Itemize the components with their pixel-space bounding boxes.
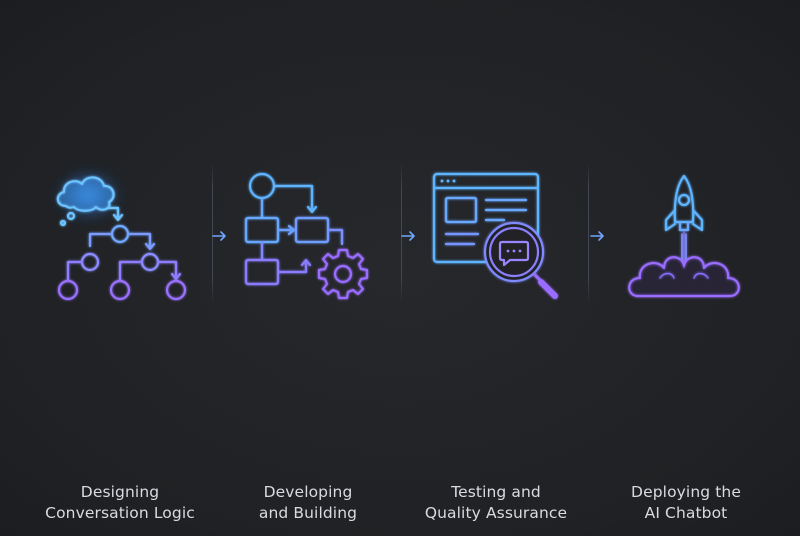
stage-caption: Developing and Building (198, 482, 418, 524)
caption-line-2: Quality Assurance (424, 504, 568, 522)
caption-line-2: AI Chatbot (644, 504, 728, 522)
browser-magnifier-chat-icon (432, 172, 558, 299)
stage-caption: Testing and Quality Assurance (386, 482, 606, 524)
caption-line-1: Testing and (451, 483, 541, 501)
caption-line-1: Designing (80, 483, 160, 501)
caption-line-1: Deploying the (631, 483, 741, 501)
workflow-gear-icon (244, 172, 369, 300)
caption-line-2: Conversation Logic (45, 504, 195, 522)
arrow-right-icon (212, 228, 228, 244)
divider (588, 162, 589, 304)
rocket-launch-icon (628, 174, 740, 298)
stage-testing: Testing and Quality Assurance (420, 160, 620, 522)
stage-designing: Designing Conversation Logic (20, 160, 220, 522)
stage-caption: Deploying the AI Chatbot (576, 482, 796, 524)
divider (212, 162, 213, 304)
arrow-right-icon (401, 228, 417, 244)
arrow-right-icon (590, 228, 606, 244)
flowchart-thought-cloud-icon (54, 169, 187, 301)
caption-line-2: and Building (258, 504, 358, 522)
divider (401, 162, 402, 304)
stage-developing: Developing and Building (220, 160, 420, 522)
stage-deploying: Deploying the AI Chatbot (600, 160, 800, 522)
caption-line-1: Developing (263, 483, 353, 501)
stage-caption: Designing Conversation Logic (10, 482, 230, 524)
